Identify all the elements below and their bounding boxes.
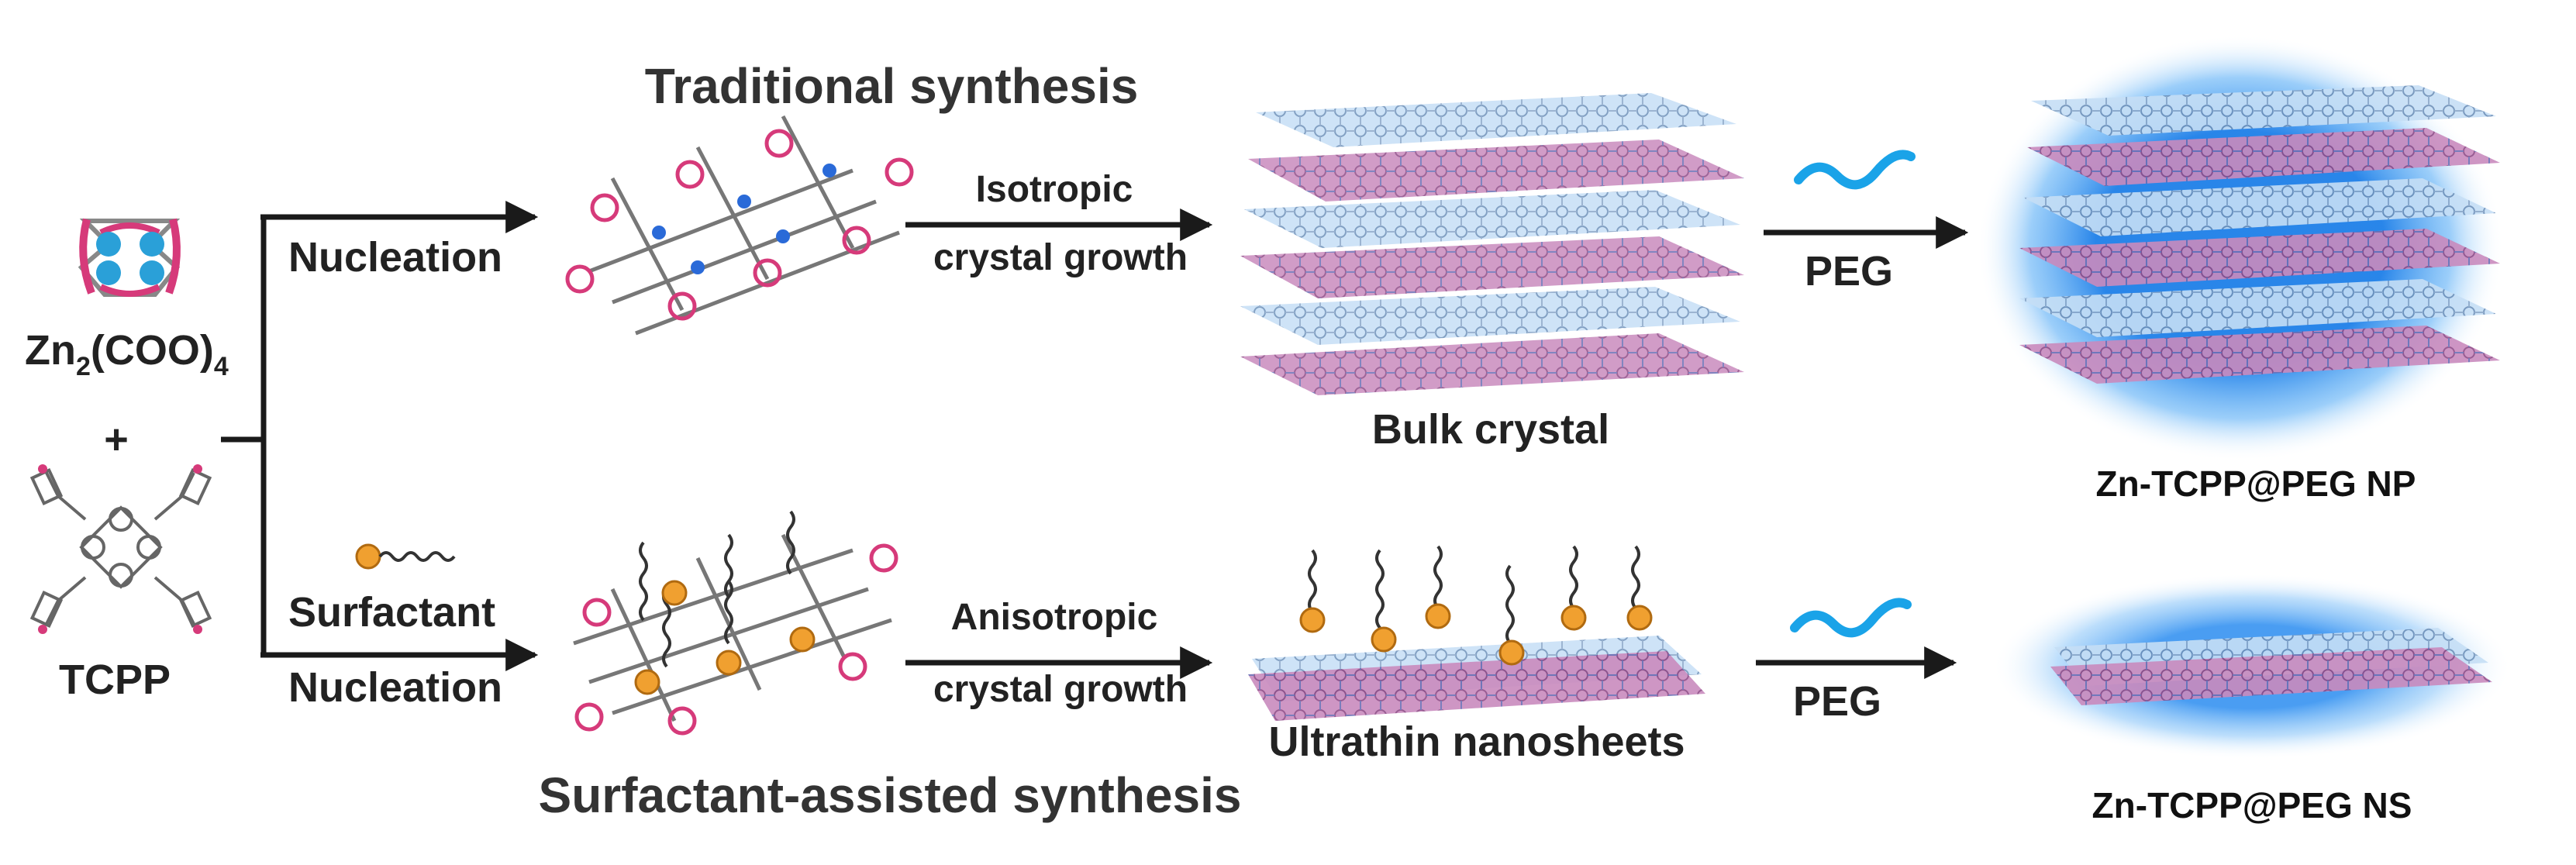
ultrathin-nanosheet [1248,545,1705,721]
anisotropic-label: Anisotropic [951,597,1158,638]
nucleus-top-icon [565,115,914,336]
plus-sign: + [104,416,129,463]
peg-bottom-label: PEG [1793,678,1881,725]
isotropic-crystal-growth-label: crystal growth [933,237,1188,278]
zn-cluster-label: Zn2(COO)4 [25,327,229,381]
growth-arrows [905,208,1213,679]
peg-polymer-icon [1794,150,1916,190]
peg-nanosheet [1992,574,2512,760]
nucleation-top-label: Nucleation [288,234,502,281]
surfactant-label: Surfactant [288,589,495,636]
peg-arrows [1756,216,1969,679]
surfactant-molecule-icon [355,543,456,570]
nucleation-bottom-label: Nucleation [288,664,502,711]
anisotropic-crystal-growth-label: crystal growth [933,669,1188,710]
ns-label: Zn-TCPP@PEG NS [2092,785,2412,825]
tcpp-porphyrin-icon [29,464,212,634]
np-label: Zn-TCPP@PEG NP [2096,464,2416,504]
peg-nanoparticle [1977,35,2504,461]
peg-polymer-icon-bottom [1790,598,1912,638]
tcpp-label: TCPP [59,657,171,703]
branch-arrows [221,201,539,671]
isotropic-label: Isotropic [976,169,1133,210]
zn-paddlewheel-icon [78,218,181,297]
peg-top-label: PEG [1805,248,1893,295]
bulk-crystal-label: Bulk crystal [1372,406,1609,453]
nucleus-bottom-icon [573,510,898,736]
title-traditional-synthesis: Traditional synthesis [645,58,1139,114]
ultrathin-nanosheets-label: Ultrathin nanosheets [1268,719,1685,765]
title-surfactant-assisted-synthesis: Surfactant-assisted synthesis [539,767,1242,823]
bulk-crystal-stack [1240,93,1744,395]
